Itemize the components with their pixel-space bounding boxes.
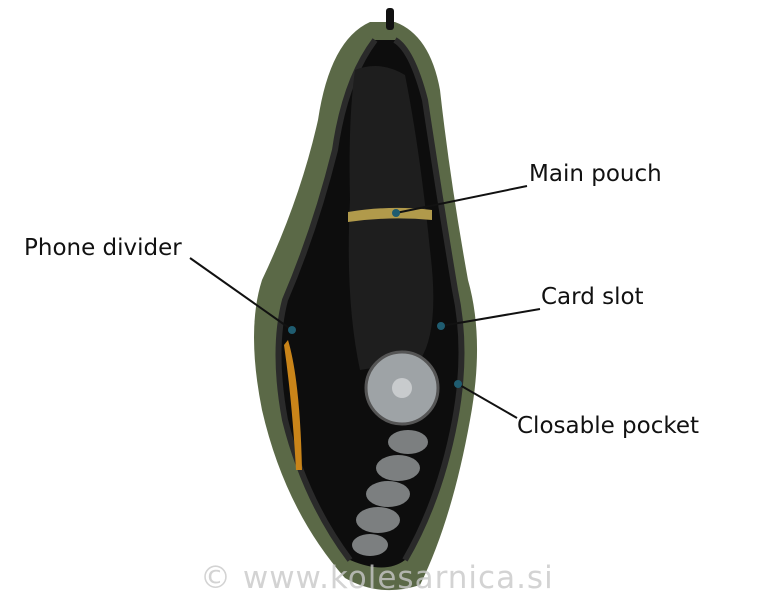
leader-phone-divider	[189, 257, 293, 331]
marker-dot-card-slot	[437, 322, 445, 330]
leader-card-slot	[440, 308, 541, 327]
marker-dot-phone-divider	[288, 326, 296, 334]
leader-main-pouch	[395, 185, 528, 214]
label-main-pouch: Main pouch	[529, 161, 662, 187]
label-closable-pocket: Closable pocket	[517, 413, 700, 439]
marker-dot-main-pouch	[392, 209, 400, 217]
zipper-left	[275, 38, 378, 562]
zipper-right	[393, 37, 465, 562]
label-phone-divider: Phone divider	[24, 235, 182, 261]
leader-closable-pocket	[457, 383, 518, 419]
label-card-slot: Card slot	[541, 284, 644, 310]
rubber-band	[348, 207, 432, 222]
chain-tool	[352, 430, 428, 556]
marker-dot-closable-pocket	[454, 380, 462, 388]
phone-divider-fabric	[284, 340, 302, 470]
watermark: © www.kolesarnica.si	[200, 560, 554, 596]
zipper-pull	[386, 8, 394, 30]
